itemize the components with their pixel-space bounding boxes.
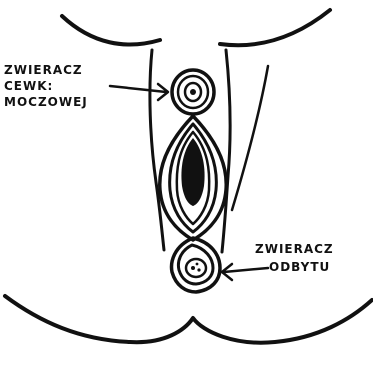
buttocks-outline (5, 296, 372, 343)
urethral-label-line-3: MOCZOWEJ (4, 96, 88, 108)
anal-sphincter-label: ZWIERACZ ODBYTU (255, 243, 334, 279)
urethral-sphincter-label: ZWIERACZ CEWK: MOCZOWEJ (4, 64, 88, 112)
urethral-pointer-arrow (110, 84, 168, 100)
urethral-label-line-2: CEWK: (4, 80, 88, 92)
urethral-label-line-1: ZWIERACZ (4, 64, 88, 76)
left-thigh-outline (62, 16, 160, 45)
vaginal-opening (181, 138, 204, 206)
urethral-sphincter (172, 70, 214, 114)
right-thigh-outline (220, 10, 330, 45)
left-inner-thigh (150, 50, 164, 250)
right-inner-thigh (222, 50, 230, 252)
anal-sphincter (172, 238, 220, 292)
right-hip-line (232, 66, 268, 210)
anal-label-line-2: ODBYTU (255, 261, 334, 273)
anal-label-line-1: ZWIERACZ (255, 243, 334, 255)
